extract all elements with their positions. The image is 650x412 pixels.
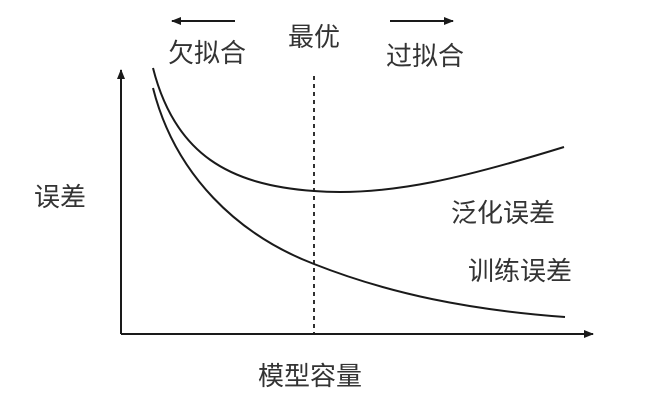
generalization-error-label: 泛化误差 (451, 199, 555, 229)
y-axis-label: 误差 (34, 183, 86, 213)
optimal-label: 最优 (288, 23, 340, 53)
overfitting-label: 过拟合 (386, 42, 464, 72)
underfitting-label: 欠拟合 (168, 39, 246, 69)
generalization-error-curve (152, 67, 565, 194)
training-error-curve (152, 87, 566, 318)
x-axis-label: 模型容量 (258, 362, 362, 392)
training-error-label: 训练误差 (468, 257, 572, 287)
